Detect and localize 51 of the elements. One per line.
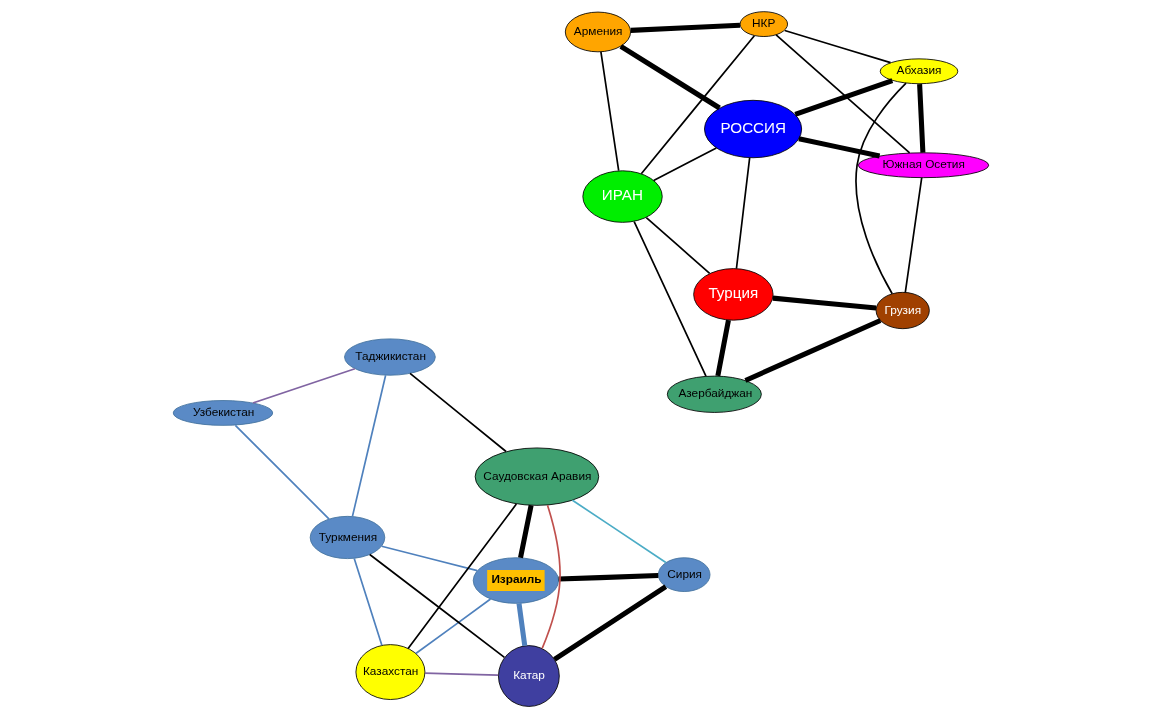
node-ellipse: РОССИЯ	[703, 99, 802, 159]
connector	[619, 44, 721, 111]
connector	[251, 367, 356, 404]
node-ellipse: ИРАН	[581, 170, 663, 223]
connector	[423, 672, 499, 676]
connector	[351, 374, 386, 518]
connector	[380, 545, 478, 572]
connector	[368, 553, 505, 659]
node-ellipse: Грузия	[875, 291, 930, 330]
node-ellipse: Саудовская Аравия	[474, 447, 599, 506]
connector	[540, 504, 561, 650]
connector	[630, 22, 740, 33]
node-ellipse: Азербайджан	[666, 375, 762, 413]
node-ellipse: Таджикистан	[343, 338, 436, 376]
node-circle: Катар	[497, 645, 560, 707]
node-ellipse: НКР	[739, 11, 788, 37]
node-ellipse: Турция	[692, 268, 773, 321]
node-ellipse: Абхазия	[879, 58, 958, 85]
node-ellipse: Туркмения	[309, 515, 385, 559]
connector	[352, 557, 383, 646]
connector	[714, 319, 731, 377]
connector	[652, 147, 717, 182]
connector	[516, 603, 527, 647]
connector	[783, 29, 891, 64]
connector	[599, 50, 619, 172]
connector	[517, 504, 534, 559]
connector	[644, 216, 710, 275]
node-ellipse: Казахстан	[355, 644, 425, 700]
connector	[408, 372, 507, 453]
connector	[743, 318, 881, 383]
connector	[772, 295, 876, 311]
connector	[557, 573, 658, 582]
connector	[406, 503, 517, 650]
node-ellipse: Узбекистан	[172, 400, 273, 426]
connector	[571, 499, 667, 564]
connector	[234, 424, 330, 520]
node-ellipse: Сирия	[657, 557, 710, 592]
connector	[552, 584, 667, 662]
connector	[903, 177, 923, 294]
connector	[854, 82, 907, 295]
connector	[774, 34, 910, 154]
connector	[797, 136, 880, 159]
connector	[632, 220, 707, 377]
connector	[639, 34, 755, 175]
node-ellipse: Южная Осетия	[857, 152, 989, 179]
connector	[916, 83, 925, 153]
connector	[735, 157, 750, 270]
node-ellipse: Армения	[564, 11, 631, 53]
connector	[414, 598, 491, 655]
connector	[793, 78, 893, 117]
node-ellipse: Израиль	[472, 557, 559, 604]
